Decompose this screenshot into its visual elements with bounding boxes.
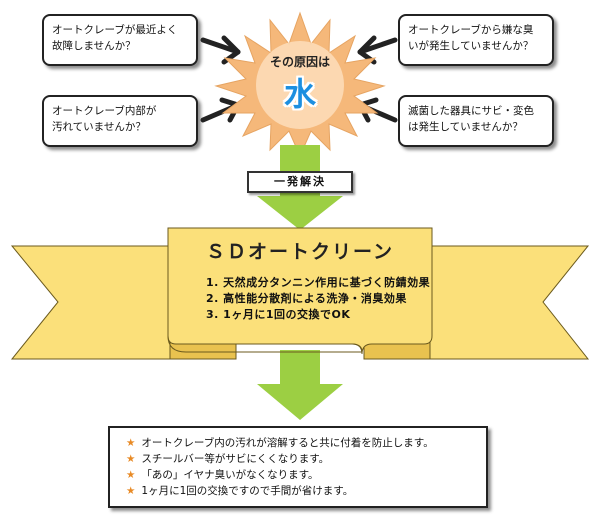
- result-item: ★ 「あの」イヤナ臭いがなくなります。: [126, 467, 486, 483]
- banner-center: [167, 227, 433, 355]
- question-text: 滅菌した器具にサビ・変色: [408, 105, 534, 117]
- star-icon: ★: [126, 437, 136, 449]
- star-icon: ★: [126, 453, 136, 465]
- star-icon: ★: [126, 485, 136, 497]
- star-icon: ★: [126, 469, 136, 481]
- pointer-arrow-icon: [357, 35, 398, 65]
- question-text: オートクレーブが最近よく: [52, 24, 178, 36]
- result-text: オートクレーブ内の汚れが溶解すると共に付着を防止します。: [141, 437, 434, 449]
- benefit-item: 1. 天然成分タンニン作用に基づく防錆効果: [206, 276, 431, 289]
- result-text: スチールバー等がサビにくくなります。: [141, 453, 330, 465]
- question-bubble-odor: オートクレーブから嫌な臭 いが発生していませんか？: [398, 14, 554, 66]
- result-item: ★ 1ヶ月に1回の交換ですので手間が省けます。: [126, 483, 486, 499]
- benefit-list: 1. 天然成分タンニン作用に基づく防錆効果 2. 高性能分散剤による洗浄・消臭効…: [206, 275, 430, 323]
- question-bubble-rust: 滅菌した器具にサビ・変色 は発生していませんか？: [398, 95, 554, 147]
- question-text: オートクレーブ内部が: [52, 105, 157, 117]
- result-item: ★ スチールバー等がサビにくくなります。: [126, 451, 486, 467]
- result-item: ★ オートクレーブ内の汚れが溶解すると共に付着を防止します。: [126, 435, 486, 451]
- question-text: オートクレーブから嫌な臭: [408, 24, 534, 36]
- question-bubble-breakdown: オートクレーブが最近よく 故障しませんか？: [42, 14, 198, 66]
- product-name: ＳＤオートクリーン: [205, 241, 395, 263]
- question-text: 汚れていませんか？: [52, 121, 146, 133]
- benefit-item: 3. 1ヶ月に1回の交換でOK: [206, 308, 351, 321]
- question-bubble-dirty: オートクレーブ内部が 汚れていませんか？: [42, 95, 198, 147]
- product-banner: [10, 227, 590, 360]
- burst-keyword: 水: [283, 75, 316, 113]
- question-text: いが発生していませんか？: [408, 40, 534, 52]
- benefit-item: 2. 高性能分散剤による洗浄・消臭効果: [206, 292, 407, 305]
- results-box: ★ オートクレーブ内の汚れが溶解すると共に付着を防止します。 ★ スチールバー等がサ…: [108, 426, 488, 508]
- question-text: 故障しませんか？: [52, 40, 136, 52]
- result-text: 「あの」イヤナ臭いがなくなります。: [141, 469, 319, 481]
- pointer-arrow-icon: [200, 35, 241, 65]
- result-text: 1ヶ月に1回の交換ですので手間が省けます。: [141, 485, 354, 497]
- solve-label: 一発解決: [247, 171, 353, 193]
- down-arrow-icon: [257, 350, 343, 420]
- burst-caption: その原因は: [269, 55, 330, 69]
- question-text: は発生していませんか？: [408, 121, 523, 133]
